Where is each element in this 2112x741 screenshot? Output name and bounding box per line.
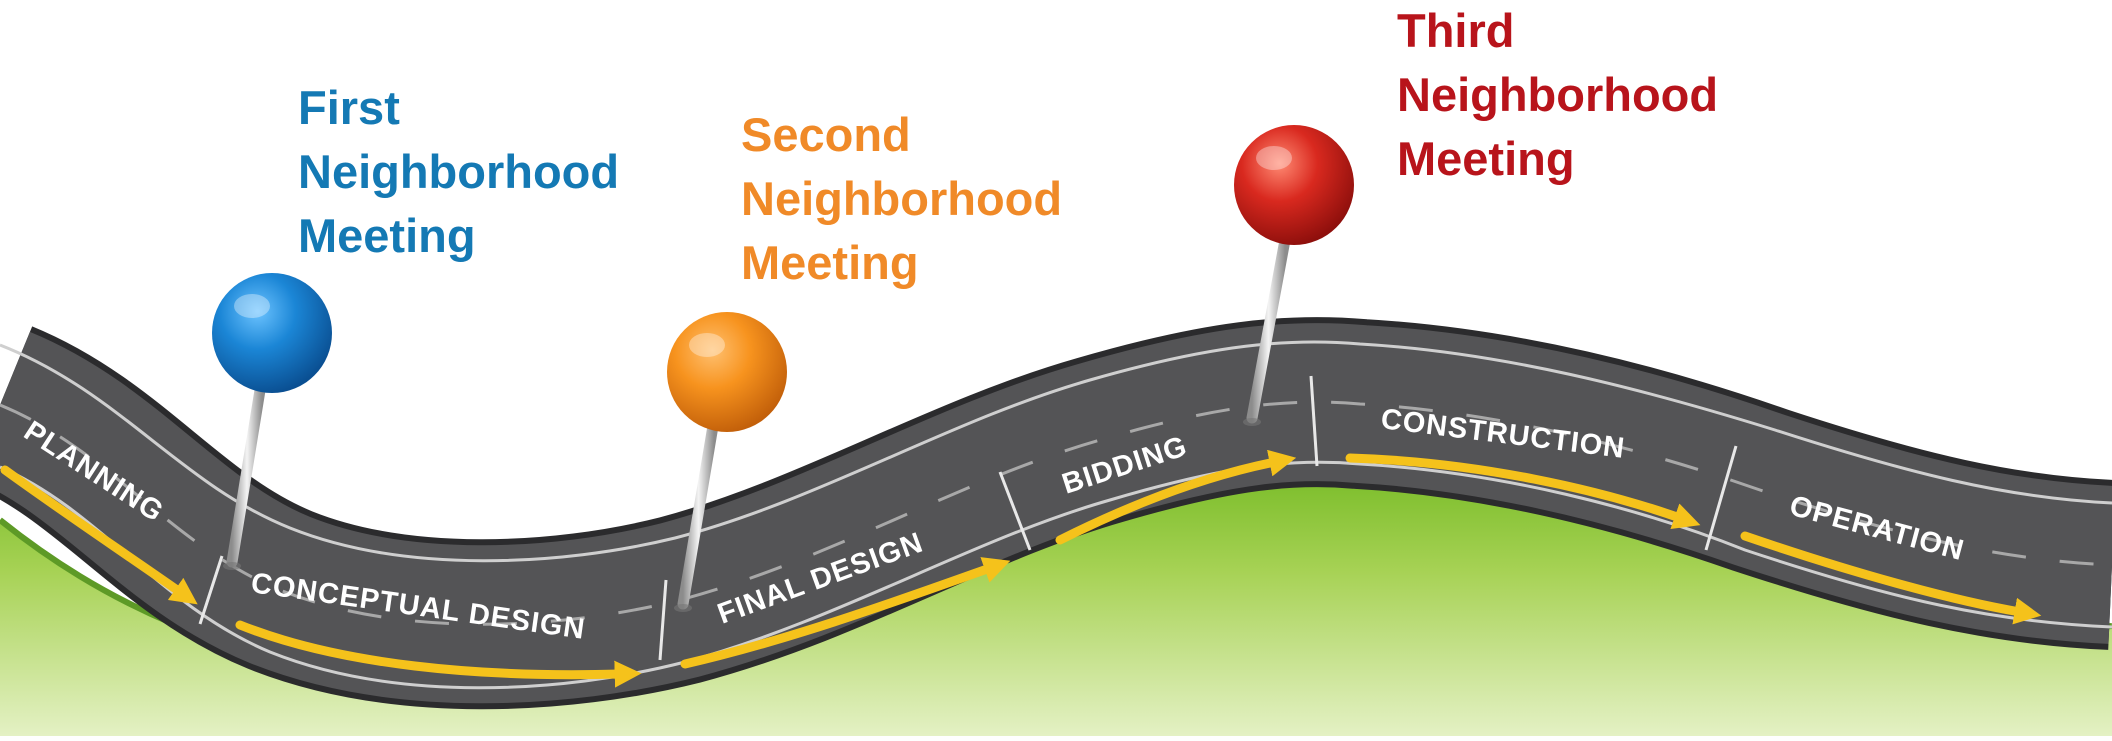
first-meeting-label: First Neighborhood Meeting (298, 76, 619, 268)
third-meeting-line-2: Neighborhood (1397, 68, 1719, 121)
second-meeting-line-3: Meeting (741, 236, 919, 289)
second-meeting-line-2: Neighborhood (741, 172, 1063, 225)
arrow-bidding (1055, 449, 1297, 545)
arrow-construction (1345, 453, 1701, 529)
arrow-planning (0, 465, 198, 605)
road-center-dashes (0, 400, 2112, 626)
third-meeting-line-1: Third (1397, 4, 1515, 57)
second-meeting-line-1: Second (741, 108, 911, 161)
road-edge-line-top (0, 340, 2112, 563)
first-meeting-line-1: First (298, 81, 400, 134)
grass-hill (0, 483, 2112, 736)
third-meeting-line-3: Meeting (1397, 132, 1575, 185)
direction-arrows (0, 449, 2042, 688)
pin-third-meeting (1234, 125, 1354, 426)
first-meeting-line-3: Meeting (298, 209, 476, 262)
road-edge-line-bottom (0, 460, 2112, 690)
pin-second-meeting (667, 312, 787, 612)
first-meeting-line-2: Neighborhood (298, 145, 620, 198)
arrow-final-design (680, 557, 1011, 669)
third-meeting-label: Third Neighborhood Meeting (1397, 0, 1718, 191)
phase-dividers (198, 375, 1738, 661)
pin-first-meeting (212, 273, 332, 570)
arrow-operation (1740, 531, 2042, 625)
arrow-conceptual-design (235, 620, 642, 688)
second-meeting-label: Second Neighborhood Meeting (741, 103, 1062, 295)
